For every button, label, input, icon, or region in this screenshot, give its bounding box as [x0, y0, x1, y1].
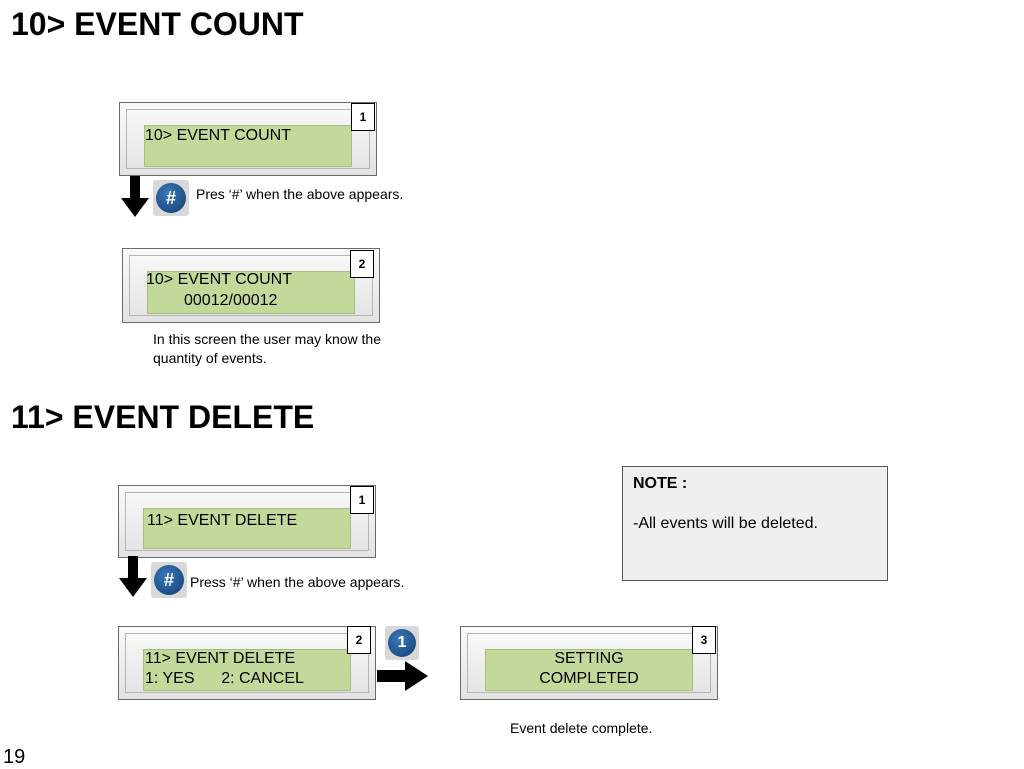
down-arrow-icon: [121, 176, 149, 217]
lcd-line-2: 00012/00012: [184, 292, 278, 309]
lcd-screen: [144, 125, 352, 167]
lcd-line-1: 11> EVENT DELETE: [145, 650, 296, 667]
caption-line-1: In this screen the user may know the: [153, 331, 381, 347]
lcd-screen: [143, 508, 351, 549]
lcd-line-1: 10> EVENT COUNT: [146, 271, 292, 288]
section-title-event-count: 10> EVENT COUNT: [11, 6, 304, 42]
lcd-line-2: COMPLETED: [539, 670, 639, 687]
lcd-panel-event-count-1: 10> EVENT COUNT: [119, 102, 377, 176]
step-badge: 2: [347, 626, 371, 654]
hash-key-button: #: [153, 180, 189, 216]
caption-line-2: quantity of events.: [153, 350, 267, 366]
lcd-panel-event-delete-1: 11> EVENT DELETE: [118, 485, 376, 558]
lcd-line-1: 10> EVENT COUNT: [145, 127, 291, 144]
step-badge: 1: [351, 103, 375, 131]
down-arrow-icon: [119, 556, 147, 597]
key-1-button: 1: [385, 626, 419, 660]
hash-key-button: #: [151, 562, 187, 598]
step-badge: 1: [350, 486, 374, 514]
hash-icon: #: [156, 183, 186, 213]
note-bullet: -: [633, 515, 639, 532]
lcd-screen: [143, 649, 351, 691]
key-instruction: Pres ‘#’ when the above appears.: [196, 186, 404, 202]
right-arrow-icon: [377, 661, 428, 691]
step-badge: 2: [350, 250, 374, 278]
section-title-event-delete: 11> EVENT DELETE: [11, 399, 315, 435]
lcd-panel-event-delete-3: SETTING COMPLETED: [460, 626, 718, 700]
number-1-icon: 1: [388, 629, 416, 657]
note-text: All events will be deleted.: [638, 515, 818, 532]
lcd-screen: [485, 649, 693, 691]
note-title: NOTE :: [633, 475, 688, 492]
lcd-screen: [147, 271, 355, 314]
lcd-line-2: 1: YES 2: CANCEL: [145, 670, 304, 687]
page-number: 19: [3, 746, 26, 768]
note-box: NOTE : -All events will be deleted.: [622, 466, 888, 581]
lcd-panel-event-delete-2: 11> EVENT DELETE 1: YES 2: CANCEL: [118, 626, 376, 700]
lcd-line-1: SETTING: [554, 650, 624, 667]
hash-icon: #: [154, 565, 184, 595]
final-caption: Event delete complete.: [510, 720, 653, 736]
step-badge: 3: [692, 626, 716, 654]
lcd-panel-event-count-2: 10> EVENT COUNT 00012/00012: [122, 248, 380, 323]
lcd-line-1: 11> EVENT DELETE: [147, 512, 298, 529]
key-instruction: Press ‘#’ when the above appears.: [190, 574, 405, 590]
note-text-row: -All events will be deleted.: [633, 515, 818, 533]
